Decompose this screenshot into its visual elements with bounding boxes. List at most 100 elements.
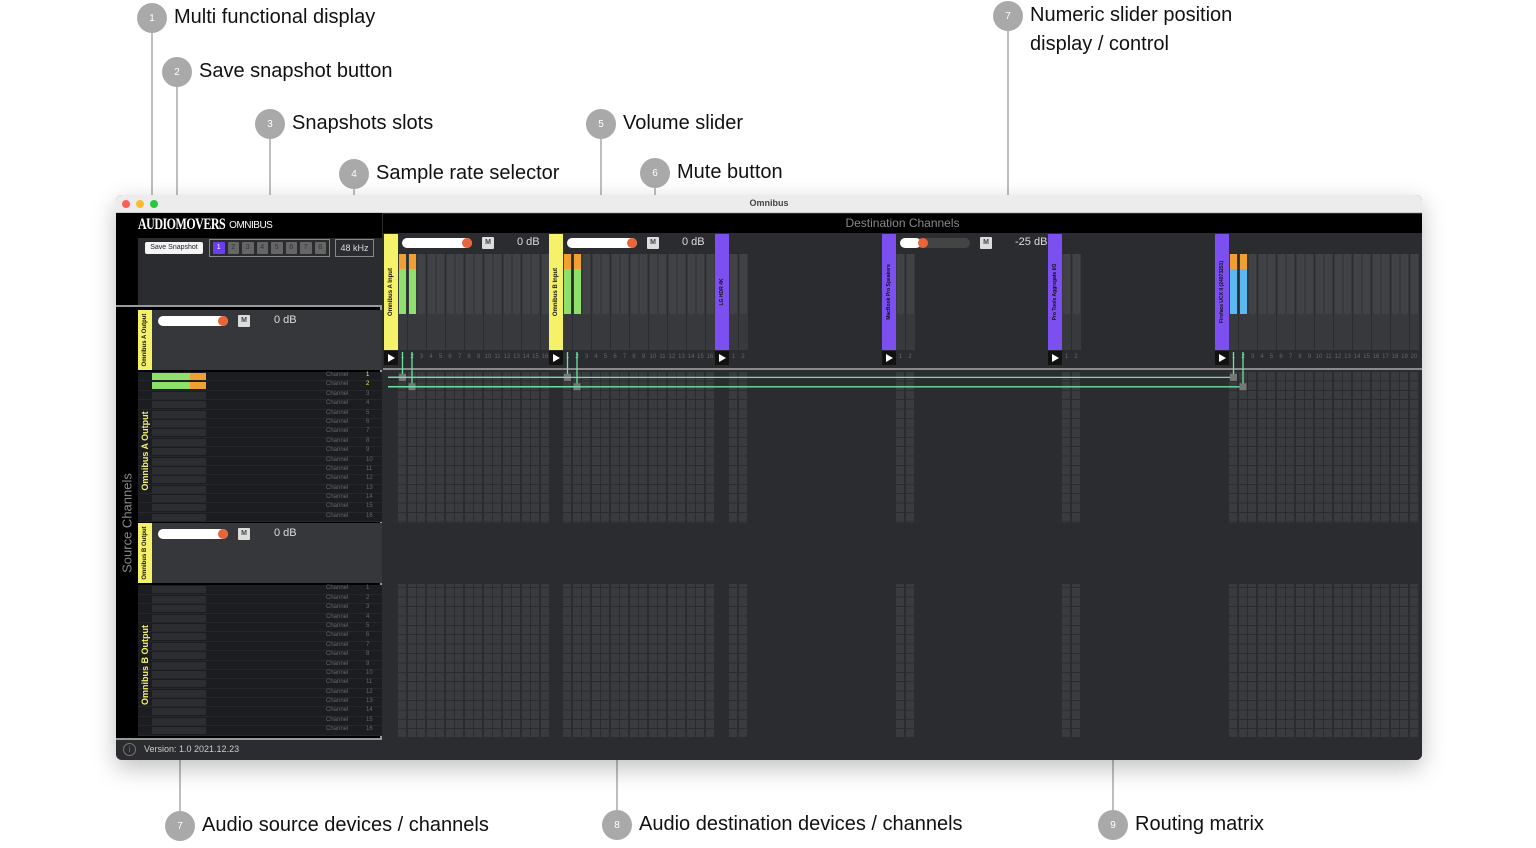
channel-number: 8 <box>632 354 636 360</box>
volume-slider[interactable] <box>158 529 228 540</box>
snapshot-slot-6[interactable]: 6 <box>285 242 297 254</box>
channel-meter <box>152 661 206 669</box>
snapshot-slot-8[interactable]: 8 <box>314 242 326 254</box>
channel-number: 7 <box>457 354 462 360</box>
slider-knob[interactable] <box>918 238 928 248</box>
callout-number: 2 <box>162 57 192 87</box>
channel-label: Channel <box>326 418 349 425</box>
channel-meter <box>456 254 463 314</box>
volume-slider[interactable] <box>900 238 970 248</box>
play-test-button[interactable] <box>715 351 729 365</box>
destination-channel <box>1305 254 1314 350</box>
mute-button[interactable]: M <box>238 315 250 327</box>
save-snapshot-button[interactable]: Save Snapshot <box>145 242 203 254</box>
destination-channel <box>696 254 705 350</box>
mute-button[interactable]: M <box>238 528 250 541</box>
play-test-button[interactable] <box>384 351 398 365</box>
slider-knob[interactable] <box>218 316 228 326</box>
play-test-button[interactable] <box>882 351 896 365</box>
snapshot-slot-2[interactable]: 2 <box>227 242 239 254</box>
zoom-button[interactable] <box>150 200 158 208</box>
callout-number: 5 <box>586 109 616 139</box>
volume-db-display[interactable]: 0 dB <box>274 527 297 540</box>
channel-meter <box>1382 254 1389 314</box>
volume-slider[interactable] <box>158 316 228 326</box>
channel-label: Channel <box>326 512 349 519</box>
snapshot-slot-4[interactable]: 4 <box>256 242 268 254</box>
play-test-button[interactable] <box>549 351 563 365</box>
volume-slider[interactable] <box>402 238 472 248</box>
volume-slider[interactable] <box>567 238 637 248</box>
mute-button[interactable]: M <box>647 237 659 249</box>
volume-db-display[interactable]: 0 dB <box>682 236 705 248</box>
callout-label: Audio source devices / channels <box>202 811 489 840</box>
play-test-button[interactable] <box>1048 351 1062 365</box>
routing-matrix[interactable] <box>383 372 1422 737</box>
channel-meter <box>1353 254 1361 314</box>
play-test-button[interactable] <box>1215 351 1229 365</box>
snapshot-slot-3[interactable]: 3 <box>242 242 254 254</box>
channel-meter <box>152 485 206 493</box>
volume-db-display[interactable]: 0 dB <box>274 314 297 326</box>
slider-knob[interactable] <box>218 529 228 540</box>
snapshot-slot-1[interactable]: 1 <box>213 242 225 254</box>
channel-number: 5 <box>366 622 370 629</box>
channel-meter <box>418 254 425 314</box>
channel-meter <box>906 254 914 314</box>
channel-label: Channel <box>326 484 349 491</box>
minimize-button[interactable] <box>136 200 144 208</box>
mute-button[interactable]: M <box>980 237 992 249</box>
snapshot-slot-5[interactable]: 5 <box>271 242 283 254</box>
source-device-name: Omnibus B Output <box>140 624 150 705</box>
source-device-vertical-name: Omnibus A Output <box>138 380 152 522</box>
sample-rate-selector[interactable]: 48 kHz <box>335 239 374 257</box>
close-button[interactable] <box>122 200 130 208</box>
slider-knob[interactable] <box>462 238 472 248</box>
snapshot-slot-7[interactable]: 7 <box>300 242 312 254</box>
channel-meter <box>152 476 206 484</box>
volume-db-display[interactable]: 0 dB <box>517 236 540 248</box>
callout-number: 9 <box>1098 810 1128 840</box>
callout-label: Mute button <box>677 158 783 187</box>
mute-button[interactable]: M <box>482 237 494 249</box>
info-icon[interactable]: i <box>123 743 136 756</box>
channel-label: Channel <box>326 707 349 714</box>
volume-db-display[interactable]: -25 dB <box>1015 236 1048 248</box>
slider-knob[interactable] <box>627 238 637 248</box>
channel-meter <box>152 708 206 716</box>
channel-meter <box>152 410 206 418</box>
channel-meter <box>152 429 206 437</box>
